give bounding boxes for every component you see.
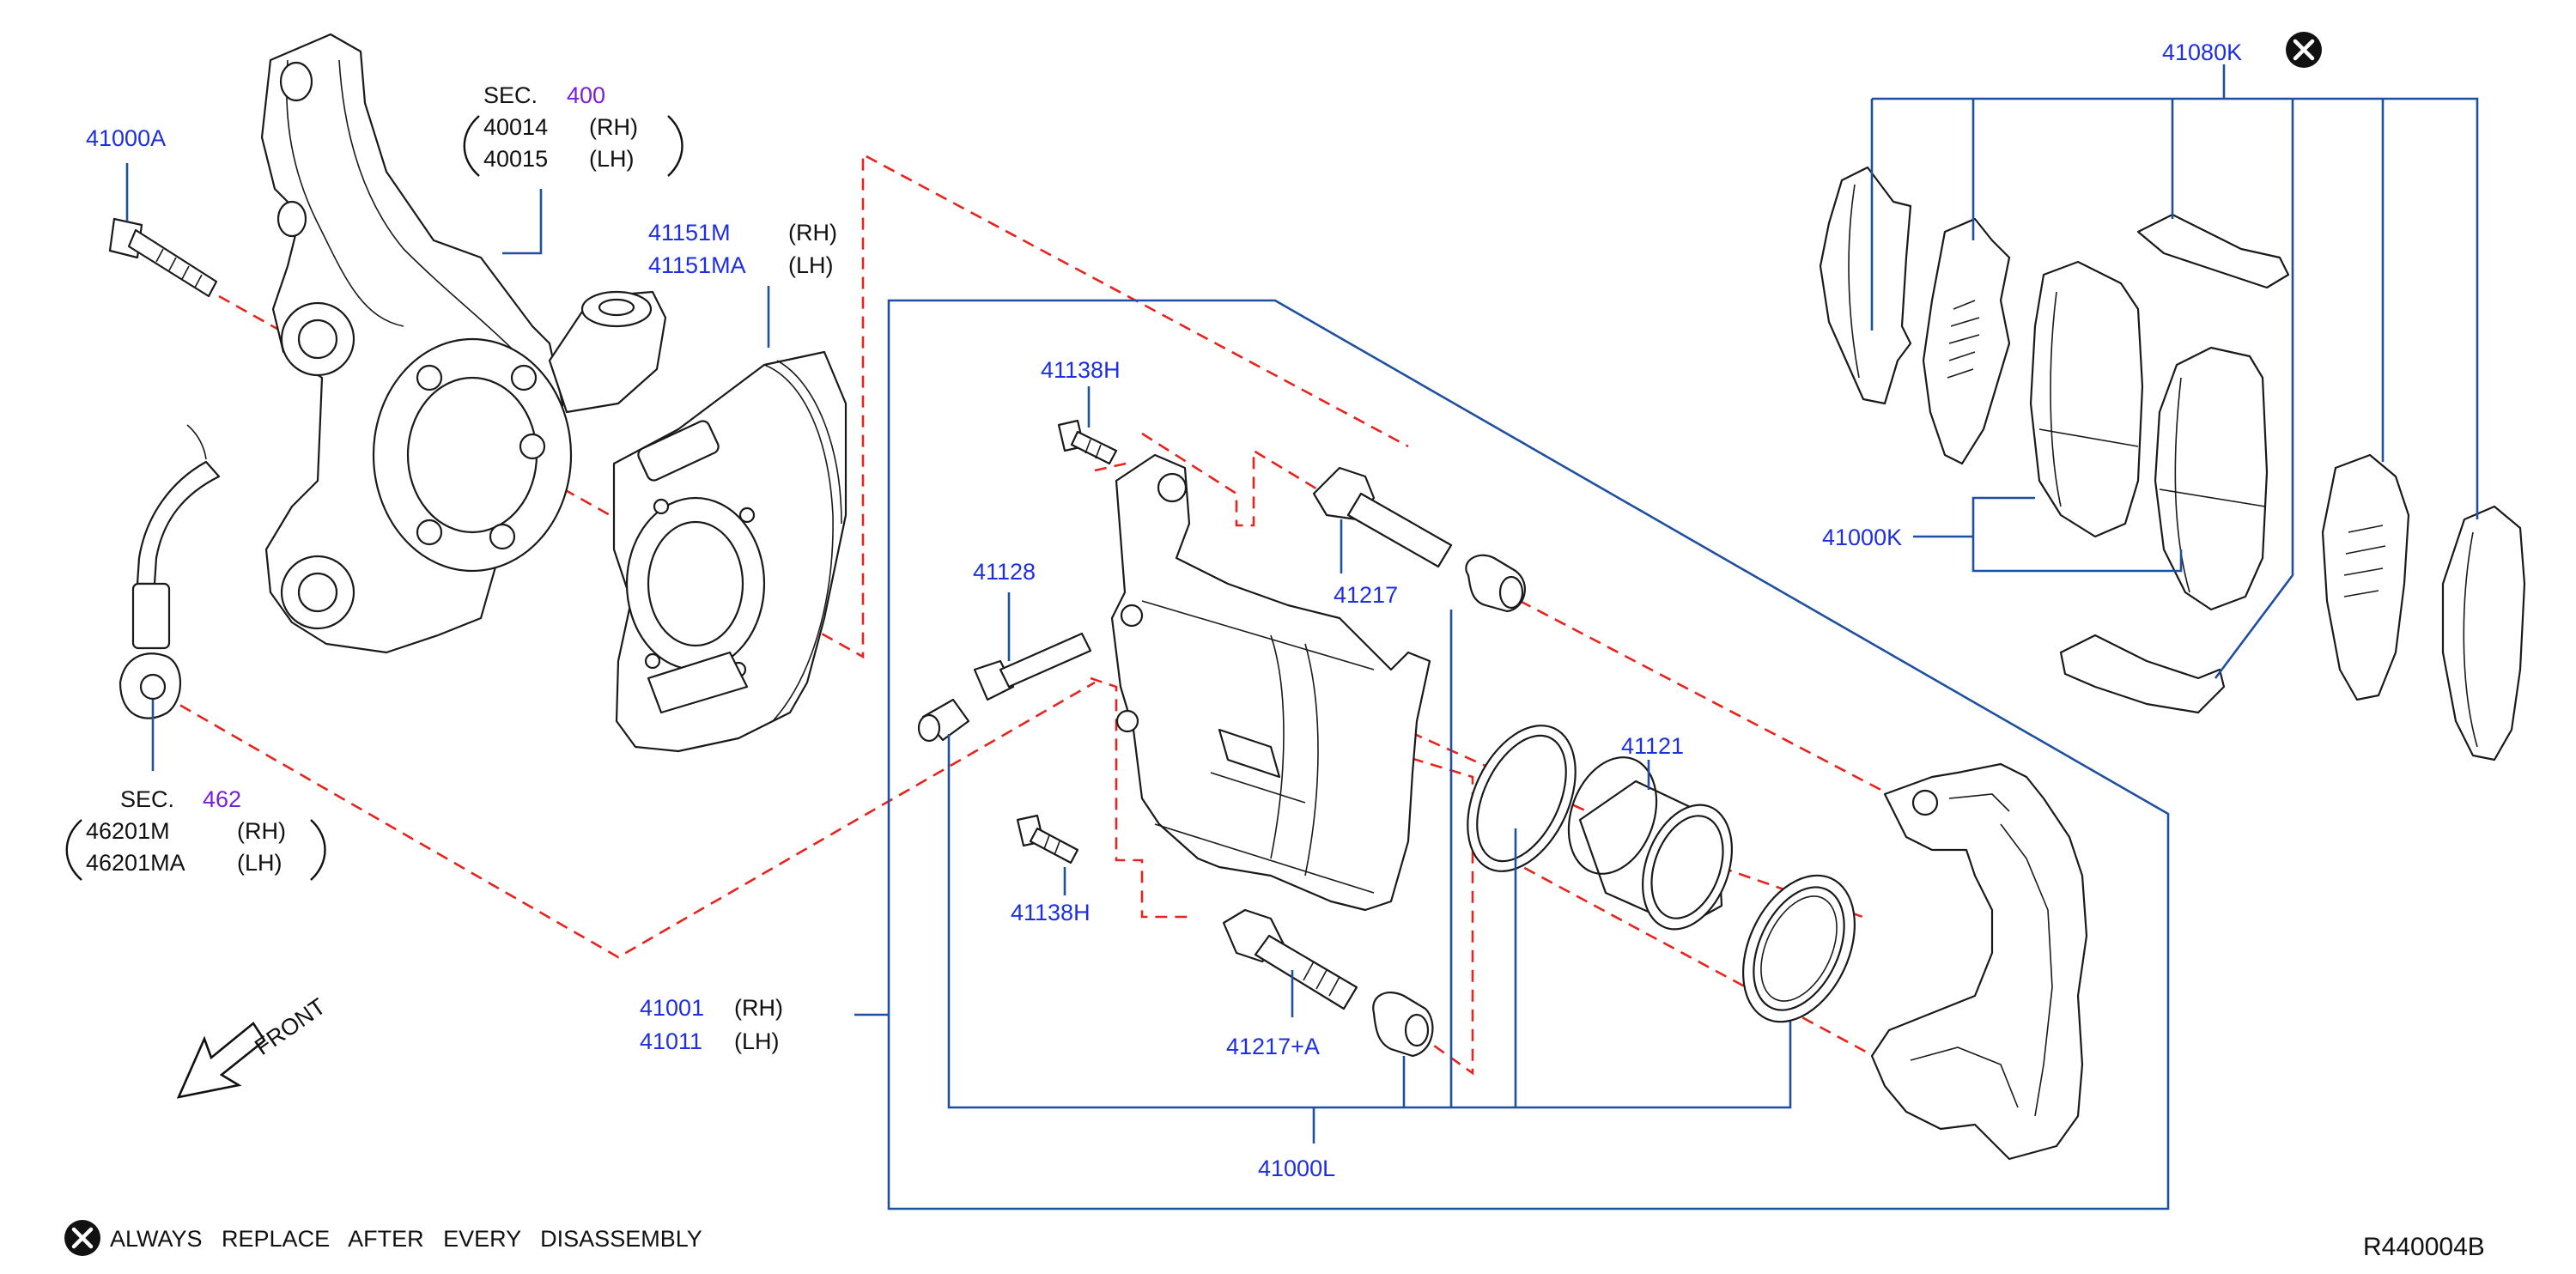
label-41011-side: (LH) <box>734 1028 780 1054</box>
bolt-41000a <box>108 217 218 298</box>
label-46201m-side: (RH) <box>237 818 286 844</box>
pad-shim-inner-right <box>2321 453 2410 701</box>
bolt-41138h-lower <box>1016 814 1079 864</box>
label-41121: 41121 <box>1621 733 1684 759</box>
x-circle-icon <box>64 1220 100 1256</box>
pad-shim-outer-left <box>1819 166 1912 405</box>
label-46201ma: 46201MA <box>86 850 185 876</box>
pad-clip-lower <box>2059 634 2226 714</box>
slide-pin-41217 <box>1312 466 1453 568</box>
label-41000l: 41000L <box>1258 1156 1335 1181</box>
label-41000a: 41000A <box>86 125 166 151</box>
label-40014-side: (RH) <box>589 114 638 140</box>
label-41011: 41011 <box>640 1028 702 1054</box>
label-41138h-lower: 41138H <box>1011 900 1091 925</box>
label-46201m: 46201M <box>86 818 170 844</box>
piston-dust-boot <box>1742 874 1856 1023</box>
sec462-open-paren <box>65 819 82 881</box>
sec400-open-paren <box>463 115 480 177</box>
label-41000k: 41000K <box>1822 525 1902 550</box>
label-41217: 41217 <box>1334 582 1398 608</box>
caliper-body <box>1110 453 1431 912</box>
leader-lines <box>125 64 2479 1210</box>
label-41151ma: 41151MA <box>648 252 746 278</box>
brake-pad-outer <box>2029 260 2144 538</box>
front-label: FRONT <box>250 993 330 1060</box>
replace-note: ALWAYS REPLACE AFTER EVERY DISASSEMBLY <box>110 1226 702 1252</box>
caliper-bracket <box>1870 762 2088 1161</box>
label-41128: 41128 <box>973 559 1036 585</box>
label-41080k: 41080K <box>2162 39 2242 65</box>
bleeder-screw-41128 <box>917 632 1092 743</box>
front-arrow-icon <box>176 1022 266 1099</box>
pad-shim-outer-right <box>2441 505 2526 761</box>
x-circle-icon <box>2286 32 2322 68</box>
diagram-id: R440004B <box>2363 1233 2485 1261</box>
label-41151m-side: (RH) <box>788 220 837 246</box>
pin-boot-upper <box>1465 554 1526 613</box>
sec462-close-paren <box>310 819 326 881</box>
label-sec400-prefix: SEC. <box>483 82 538 108</box>
pad-clip-upper <box>2136 213 2290 289</box>
label-40015-side: (LH) <box>589 146 635 172</box>
label-41138h-upper: 41138H <box>1041 357 1121 383</box>
label-41217a: 41217+A <box>1226 1034 1320 1059</box>
piston-41121 <box>1567 756 1733 931</box>
label-40015: 40015 <box>483 146 548 172</box>
label-41001-side: (RH) <box>734 995 783 1021</box>
steering-knuckle <box>260 33 667 654</box>
label-41151ma-side: (LH) <box>788 252 834 278</box>
label-sec462-number: 462 <box>203 786 241 812</box>
label-sec462-prefix: SEC. <box>120 786 174 812</box>
label-40014: 40014 <box>483 114 548 140</box>
label-41151m: 41151M <box>648 220 731 246</box>
slide-pin-41217a <box>1222 908 1358 1010</box>
brake-pad-inner <box>2154 346 2269 611</box>
label-41001: 41001 <box>640 995 704 1021</box>
brake-hose <box>118 424 221 719</box>
bolt-41138h-upper <box>1057 419 1118 465</box>
pin-boot-lower <box>1372 992 1434 1058</box>
piston-seal <box>1467 725 1577 872</box>
label-46201ma-side: (LH) <box>237 850 283 876</box>
sec400-close-paren <box>667 115 683 177</box>
pad-shim-inner-left <box>1922 217 2011 465</box>
part-labels: 41000A SEC. 400 40014 (RH) 40015 (LH) 41… <box>65 39 2242 1181</box>
splash-shield <box>612 350 848 753</box>
label-sec400-number: 400 <box>567 82 605 108</box>
